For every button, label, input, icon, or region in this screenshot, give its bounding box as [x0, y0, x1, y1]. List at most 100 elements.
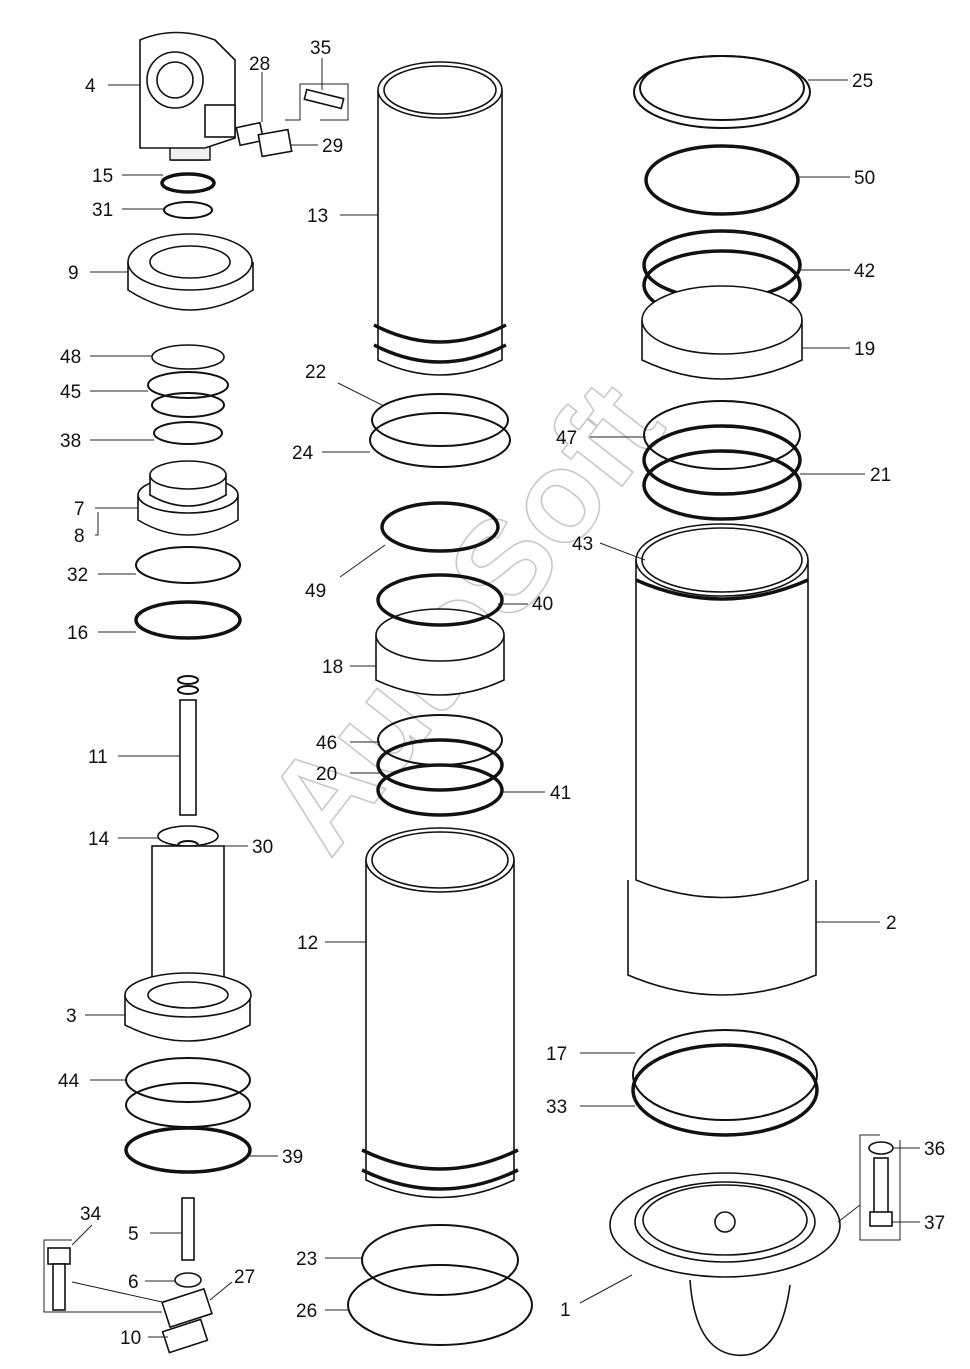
label-2: 2 — [886, 913, 897, 934]
part-12-tube — [361, 827, 519, 1199]
label-44: 44 — [58, 1071, 80, 1092]
label-35: 35 — [310, 38, 331, 59]
part-22-ring — [371, 393, 509, 447]
label-10: 10 — [120, 1328, 141, 1349]
label-8: 8 — [74, 526, 85, 547]
part-45b-ring — [151, 392, 225, 418]
part-labels: 4 28 35 29 15 31 9 48 45 38 7 8 32 16 11… — [58, 38, 945, 1349]
label-49: 49 — [305, 581, 326, 602]
label-48: 48 — [60, 347, 81, 368]
part-2-barrel — [627, 523, 817, 996]
label-22: 22 — [305, 362, 326, 383]
part-50-ring — [644, 144, 800, 216]
leader-lines — [71, 58, 920, 1338]
label-29: 29 — [322, 136, 343, 157]
part-15-ring — [160, 172, 216, 194]
label-17: 17 — [546, 1044, 567, 1065]
part-21b-ring — [642, 449, 802, 521]
label-16: 16 — [67, 623, 88, 644]
label-5: 5 — [128, 1224, 139, 1245]
part-32-ring — [135, 546, 241, 584]
part-14-washer — [157, 825, 219, 847]
part-26-ring — [347, 1264, 533, 1346]
part-4-housing — [139, 31, 236, 161]
label-33: 33 — [546, 1097, 567, 1118]
part-28-plate — [235, 121, 265, 147]
part-48-ring — [151, 344, 225, 370]
part-6-nut — [174, 1272, 202, 1288]
part-13-tube — [373, 61, 507, 376]
label-9: 9 — [68, 263, 79, 284]
part-47-ring — [643, 400, 801, 470]
part-45-ring — [147, 371, 229, 399]
label-42: 42 — [854, 261, 875, 282]
part-33-ring — [631, 1043, 819, 1137]
part-9-flange — [127, 233, 254, 311]
part-19-sleeve — [641, 285, 803, 380]
part-5-pin — [181, 1197, 195, 1261]
part-11-rod — [179, 699, 197, 816]
label-46: 46 — [316, 733, 337, 754]
label-24: 24 — [292, 443, 314, 464]
label-28: 28 — [249, 54, 270, 75]
label-37: 37 — [924, 1213, 945, 1234]
label-38: 38 — [60, 431, 81, 452]
label-32: 32 — [67, 565, 88, 586]
part-23-ring — [361, 1224, 519, 1296]
part-38-ring — [153, 421, 223, 445]
label-26: 26 — [296, 1301, 317, 1322]
label-3: 3 — [66, 1006, 77, 1027]
label-47: 47 — [556, 428, 577, 449]
part-10-plate — [161, 1318, 209, 1354]
part-44-ring — [125, 1057, 251, 1103]
part-39-ring — [124, 1126, 252, 1174]
part-17-ring — [632, 1029, 818, 1121]
label-11: 11 — [88, 747, 108, 768]
label-23: 23 — [296, 1249, 317, 1270]
label-12: 12 — [297, 933, 318, 954]
label-34: 34 — [80, 1204, 102, 1225]
part-24-ring — [369, 412, 511, 468]
label-21: 21 — [870, 465, 891, 486]
label-41: 41 — [550, 783, 571, 804]
part-25b-ring — [639, 55, 805, 121]
label-25: 25 — [852, 71, 873, 92]
part-18-sleeve — [375, 573, 505, 696]
label-30: 30 — [252, 837, 273, 858]
label-50: 50 — [854, 168, 875, 189]
label-13: 13 — [307, 206, 328, 227]
label-7: 7 — [74, 499, 85, 520]
part-41-ring — [376, 763, 504, 817]
label-43: 43 — [572, 534, 593, 555]
label-18: 18 — [322, 657, 343, 678]
label-1: 1 — [560, 1300, 571, 1321]
part-7-guide — [137, 460, 239, 536]
label-6: 6 — [128, 1272, 139, 1293]
label-4: 4 — [85, 76, 96, 97]
label-14: 14 — [88, 829, 110, 850]
label-31: 31 — [92, 200, 113, 221]
part-11-orings — [177, 675, 199, 685]
part-3-piston — [124, 845, 252, 1042]
part-16-ring — [134, 600, 242, 640]
part-11-oring-b — [177, 685, 199, 695]
part-27-plate — [161, 1287, 213, 1329]
part-1-base — [609, 1172, 841, 1357]
label-15: 15 — [92, 166, 113, 187]
label-40: 40 — [532, 594, 553, 615]
label-27: 27 — [234, 1267, 255, 1288]
part-35-29-group — [257, 83, 349, 158]
part-31-ring — [163, 201, 213, 219]
label-45: 45 — [60, 382, 81, 403]
part-20-ring — [376, 738, 504, 792]
label-19: 19 — [854, 339, 875, 360]
part-21-ring — [642, 424, 802, 496]
part-44b-ring — [125, 1082, 251, 1128]
part-36-37-bolt — [859, 1134, 901, 1241]
part-49-ring — [380, 501, 500, 553]
label-20: 20 — [316, 764, 337, 785]
part-34-bolt — [43, 1239, 163, 1313]
label-36: 36 — [924, 1139, 945, 1160]
